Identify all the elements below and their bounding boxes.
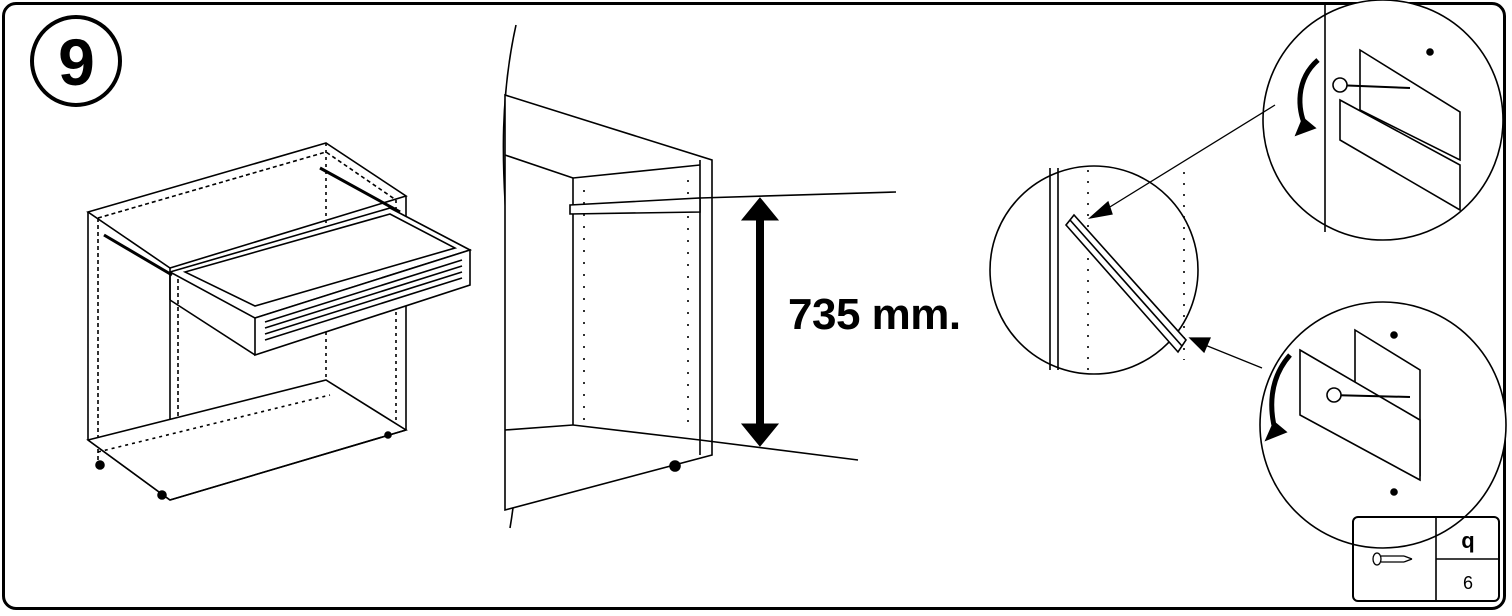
parts-table: q 6 (1352, 516, 1500, 602)
dimension-arrow (740, 197, 780, 447)
step-number: 9 (58, 24, 95, 99)
detail-circle-top (1262, 0, 1504, 241)
leader-lines (1087, 104, 1276, 369)
measurement-label: 735 mm. (788, 290, 961, 339)
detail-circle-bottom (1259, 301, 1507, 549)
parts-table-lines (1435, 518, 1498, 600)
quantity-header: q (1461, 528, 1475, 553)
detail-circle-center (989, 165, 1199, 375)
cabinet-interior (502, 24, 897, 529)
screw-icon (1372, 552, 1413, 566)
step-circle (30, 15, 122, 107)
cabinet-illustration (86, 142, 473, 501)
screw-quantity: 6 (1462, 573, 1473, 593)
